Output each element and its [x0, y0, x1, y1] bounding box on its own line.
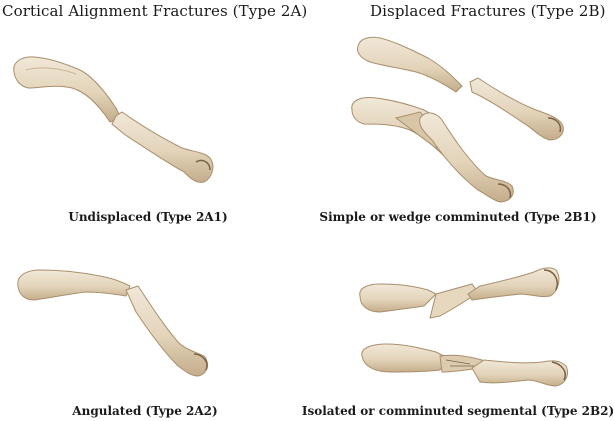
bone-2b2a-distal: [467, 267, 560, 301]
bone-2b2b-proximal: [361, 343, 449, 373]
bone-2b2a-proximal: [359, 283, 437, 313]
bone-2b1-upper-distal: [469, 77, 564, 141]
bone-2b1-upper-proximal: [357, 36, 463, 93]
bone-2a1-distal: [111, 111, 214, 183]
bone-type-2b2-isolated: [359, 267, 560, 319]
bone-2a1-proximal: [13, 56, 122, 123]
bone-2b1-lower-distal: [419, 112, 514, 203]
bone-type-2a2: [17, 269, 208, 377]
caption-type-2a1: Undisplaced (Type 2A1): [68, 210, 228, 224]
bone-type-2b2-comminuted: [361, 343, 569, 387]
heading-cortical-alignment: Cortical Alignment Fractures (Type 2A): [2, 2, 308, 20]
bone-type-2a1: [13, 56, 214, 183]
bone-2b2a-segment: [429, 283, 479, 319]
bone-2a2-proximal: [17, 269, 131, 301]
caption-type-2a2: Angulated (Type 2A2): [72, 404, 218, 418]
bone-type-2b1: [351, 36, 564, 203]
bone-2b2b-distal: [471, 359, 569, 387]
caption-type-2b1: Simple or wedge comminuted (Type 2B1): [319, 210, 597, 224]
caption-type-2b2: Isolated or comminuted segmental (Type 2…: [301, 404, 614, 418]
bone-2a2-distal: [125, 285, 208, 377]
heading-displaced: Displaced Fractures (Type 2B): [370, 2, 606, 20]
